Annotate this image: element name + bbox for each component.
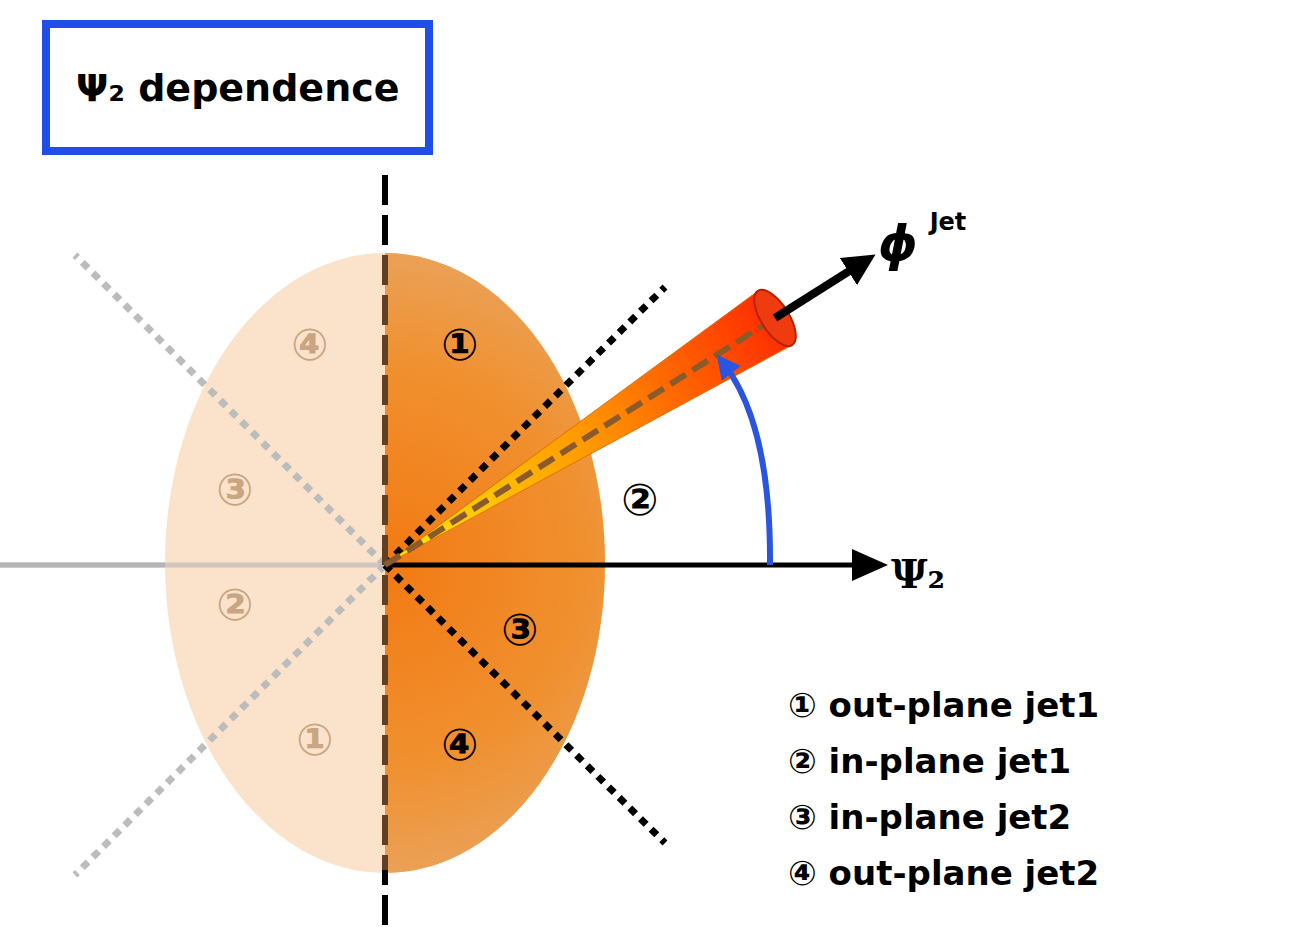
legend-line: ④ out-plane jet2 [788, 855, 1099, 892]
title-text: Ψ₂ dependence [76, 66, 399, 110]
title-box: Ψ₂ dependence [42, 20, 433, 155]
region-number: ③ [501, 606, 538, 654]
axis-label: Ψ₂ [891, 552, 945, 596]
region-number: ① [441, 321, 478, 369]
region-number: ④ [291, 321, 328, 369]
legend-line: ② in-plane jet1 [788, 743, 1071, 780]
jet-angle-symbol: ϕ [878, 217, 918, 272]
region-number: ④ [441, 721, 478, 769]
region-number: ② [216, 581, 253, 629]
legend-line: ① out-plane jet1 [788, 687, 1099, 724]
legend-line: ③ in-plane jet2 [788, 799, 1071, 836]
jet-superscript: Jet [930, 209, 967, 235]
region-number: ③ [216, 466, 253, 514]
region-number: ① [296, 716, 333, 764]
region-number: ② [621, 476, 658, 524]
